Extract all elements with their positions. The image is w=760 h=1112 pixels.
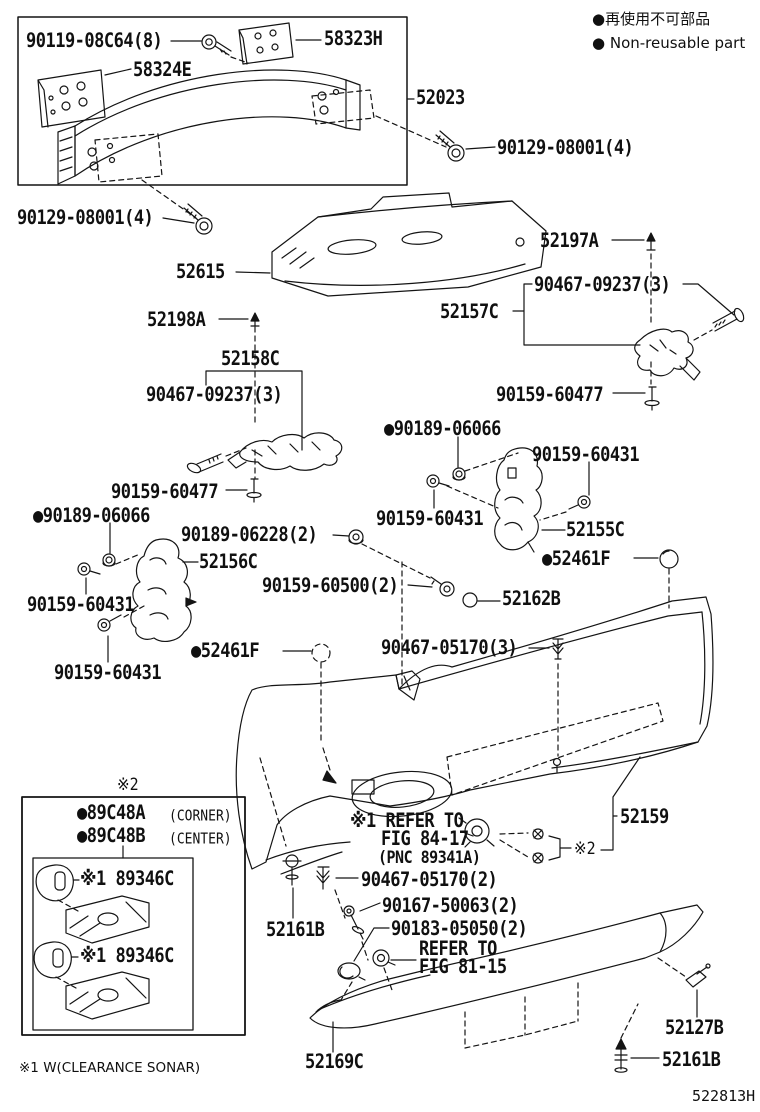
callout-clip-90183-05050: 90183-05050(2): [391, 917, 528, 941]
callout-clip-52161B-left: 52161B: [266, 918, 325, 942]
callout-screw-90159-60431-4: 90159-60431: [54, 661, 162, 685]
callout-sensor-89346C-1: ※1 89346C: [80, 867, 174, 891]
callout-bracket-58323H: 58323H: [324, 27, 383, 51]
reinforcement-box-art: [17, 16, 465, 235]
callout-garnish-52169C: 52169C: [305, 1050, 364, 1074]
sensor-inset-art: [21, 796, 246, 1036]
supports-fasteners-art: [77, 232, 745, 784]
callout-sensor-89346C-2: ※1 89346C: [80, 944, 174, 968]
retainer-89C48B-suffix: (CENTER): [169, 830, 232, 849]
note-fig-84-17-line3: (PNC 89341A): [378, 846, 481, 868]
callout-support-52157C: 52157C: [440, 300, 499, 324]
callout-bumper-cover-52159: 52159: [620, 805, 669, 829]
leader-lines: [71, 39, 735, 1059]
doc-code: 522813H: [692, 1087, 756, 1105]
callout-piece-52127B: 52127B: [665, 1016, 724, 1040]
callout-screw-90159-60500: 90159-60500(2): [262, 574, 399, 598]
legend-non-reusable-en: ● Non-reusable part: [592, 34, 746, 52]
callout-clip-52161B-right: 52161B: [662, 1048, 721, 1072]
callout-cap-52461F-right: ●52461F: [542, 547, 611, 571]
callout-seal-52156C: 52156C: [199, 550, 258, 574]
callout-cap-52162B: 52162B: [502, 587, 561, 611]
callout-absorber-52615: 52615: [176, 260, 225, 284]
callout-bolt-90189-06228: 90189-06228(2): [181, 523, 318, 547]
callout-clip-52198A: 52198A: [147, 308, 206, 332]
callout-bracket-58324E: 58324E: [133, 58, 192, 82]
note-fig-84-17-line1: ※1 REFER TO: [350, 809, 464, 833]
callout-bolt-90129-left: 90129-08001(4): [17, 206, 154, 230]
callout-screw-90467-09237-right: 90467-09237(3): [534, 273, 671, 297]
footnote-clearance-sonar: ※1 W(CLEARANCE SONAR): [19, 1060, 201, 1076]
callout-retainer-89C48A: ●89C48A: [77, 801, 146, 825]
callout-screw-90467-09237-left: 90467-09237(3): [146, 383, 283, 407]
callout-seal-52155C: 52155C: [566, 518, 625, 542]
callout-cap-52461F-left: ●52461F: [191, 639, 260, 663]
callout-clip-90467-05170-3: 90467-05170(3): [381, 636, 518, 660]
note-fig-81-15-line1: REFER TO: [419, 937, 497, 961]
callout-retainer-89C48B: ●89C48B: [77, 824, 146, 848]
callout-clip-52197A: 52197A: [540, 229, 599, 253]
retainer-89C48A-suffix: (CORNER): [169, 807, 232, 826]
callout-support-52158C: 52158C: [221, 347, 280, 371]
bottom-fasteners-art: [282, 854, 711, 1073]
callout-nut-90189-06066-left: ●90189-06066: [33, 504, 150, 528]
callout-bolt-90129-right: 90129-08001(4): [497, 136, 634, 160]
callout-screw-90159-60477-left: 90159-60477: [111, 480, 219, 504]
callout-screw-90167-50063: 90167-50063(2): [382, 894, 519, 918]
callout-bolt-90119-08C64: 90119-08C64(8): [26, 29, 163, 53]
callout-screw-90159-60431-3: 90159-60431: [27, 593, 135, 617]
garnish-art: [309, 904, 704, 1029]
callout-screw-90159-60431-2: 90159-60431: [376, 507, 484, 531]
mark-2-retainers: ※2: [574, 837, 596, 859]
absorber-art: [271, 192, 547, 297]
callout-nut-90189-06066-right: ●90189-06066: [384, 417, 501, 441]
callout-reinforcement-52023: 52023: [416, 86, 465, 110]
legend-non-reusable-jp: ●再使用不可部品: [592, 10, 711, 28]
assembly-dashed-lines: [55, 56, 713, 1049]
mark-2-inset: ※2: [117, 773, 139, 795]
note-fig-81-15-line2: FIG 81-15: [419, 955, 507, 979]
callout-screw-90159-60477-right: 90159-60477: [496, 383, 604, 407]
callout-clip-90467-05170-2: 90467-05170(2): [361, 868, 498, 892]
callout-screw-90159-60431-1: 90159-60431: [532, 443, 640, 467]
note-fig-84-17-line2: FIG 84-17: [381, 827, 469, 851]
